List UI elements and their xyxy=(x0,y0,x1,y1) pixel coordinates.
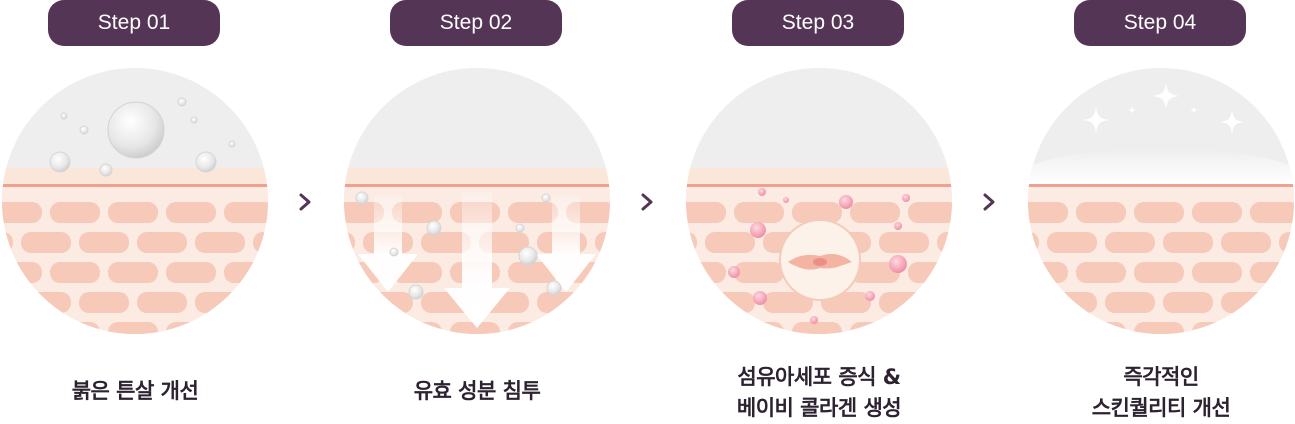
caption-line: 유효 성분 침투 xyxy=(413,379,541,403)
step-badge: Step 04 xyxy=(1074,0,1246,46)
step-caption: 붉은 튼살 개선 xyxy=(0,376,270,407)
step-badge: Step 02 xyxy=(390,0,562,46)
step-caption: 즉각적인 스킨퀄리티 개선 xyxy=(1026,362,1295,424)
step-4: Step 04 즉각적인 스킨퀄리티 개선 xyxy=(1026,0,1295,424)
chevron-right-icon xyxy=(983,193,995,211)
step-2: Step 02 유효 성분 침투 xyxy=(342,0,612,424)
chevron-right-icon xyxy=(299,193,311,211)
skin-illustration-collagen xyxy=(686,68,952,334)
skin-illustration-redness xyxy=(2,68,268,334)
chevron-right-icon xyxy=(641,193,653,211)
step-caption: 유효 성분 침투 xyxy=(342,376,612,407)
skin-illustration-penetration xyxy=(344,68,610,334)
step-badge: Step 01 xyxy=(48,0,220,46)
caption-line: 붉은 튼살 개선 xyxy=(71,379,199,403)
step-caption: 섬유아세포 증식 & 베이비 콜라겐 생성 xyxy=(684,362,954,424)
caption-line: 즉각적인 xyxy=(1123,365,1199,389)
skin-illustration-skin-quality xyxy=(1028,68,1294,334)
caption-line: 섬유아세포 증식 & xyxy=(737,365,901,389)
step-1: Step 01 붉은 튼살 개선 xyxy=(0,0,270,424)
caption-line: 베이비 콜라겐 생성 xyxy=(736,396,902,420)
step-badge: Step 03 xyxy=(732,0,904,46)
step-3: Step 03 섬유아세포 증식 & 베이비 콜라겐 생성 xyxy=(684,0,954,424)
caption-line: 스킨퀄리티 개선 xyxy=(1091,396,1231,420)
